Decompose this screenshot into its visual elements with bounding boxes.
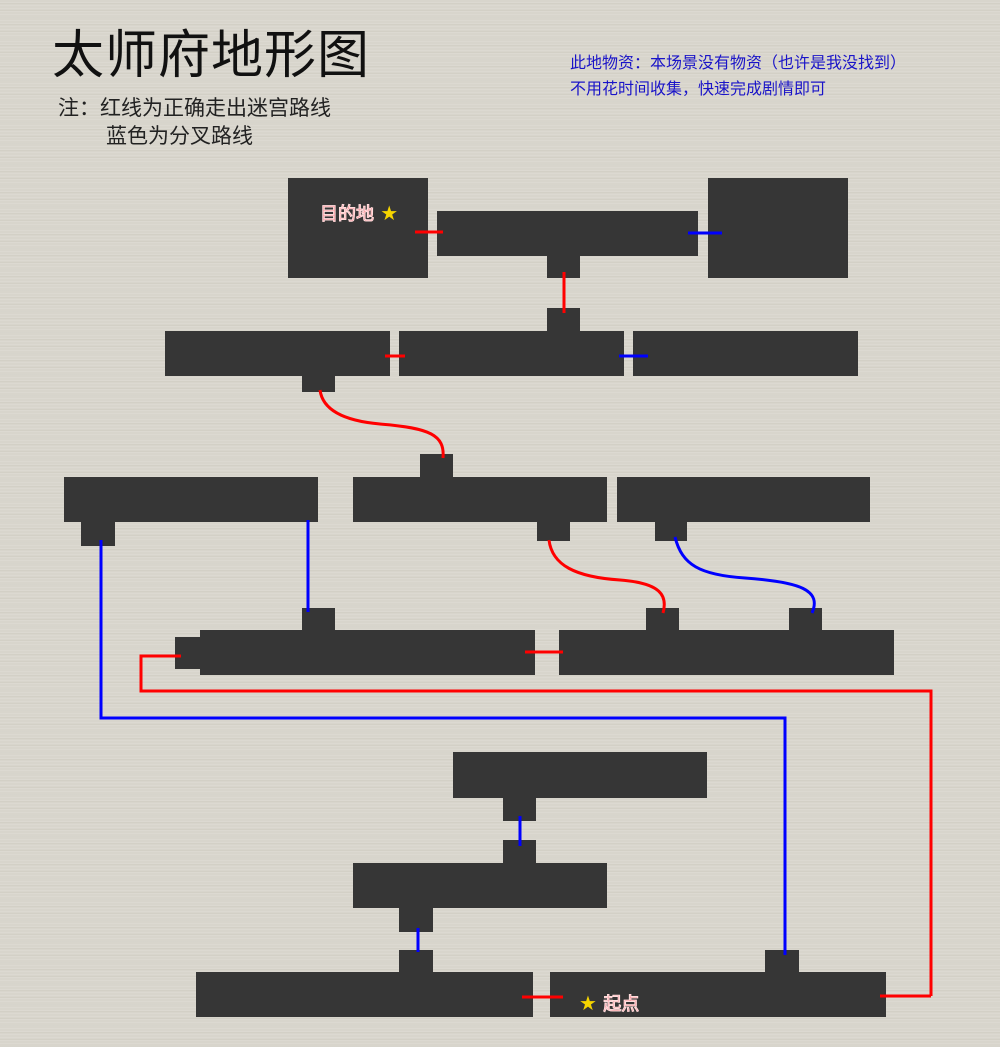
legend-blue-route: 蓝色为分叉路线 — [106, 124, 253, 148]
room-row3-center-tab-bottom — [537, 522, 570, 541]
room-row4-right-tab1 — [646, 608, 679, 630]
supplies-info-line2: 不用花时间收集，快速完成剧情即可 — [570, 79, 827, 98]
room-row2-left-tab — [302, 376, 335, 392]
room-bottom-left-tab — [399, 950, 433, 972]
room-row3-center-tab-top — [420, 454, 453, 477]
room-row3-right-tab — [655, 522, 687, 541]
room-row2-center — [399, 331, 624, 376]
room-lower-top-tab — [503, 798, 536, 821]
room-row2-right — [633, 331, 858, 376]
room-top-right — [708, 178, 848, 278]
supplies-info: 此地物资：本场景没有物资（也许是我没找到） 不用花时间收集，快速完成剧情即可 — [570, 50, 906, 102]
room-row4-right — [559, 630, 894, 675]
map-title: 太师府地形图 — [52, 26, 371, 86]
legend-red-route: 注：红线为正确走出迷宫路线 — [58, 96, 331, 120]
start-label: 起点 — [603, 994, 640, 1015]
room-row2-center-tab — [547, 308, 580, 331]
room-row4-left — [200, 630, 535, 675]
room-start-tab — [765, 950, 799, 972]
legend-note: 注：红线为正确走出迷宫路线 蓝色为分叉路线 — [58, 94, 331, 150]
room-destination — [288, 178, 428, 278]
room-row4-left-nub — [175, 637, 200, 669]
room-row3-right — [617, 477, 870, 522]
room-row3-left-tab — [81, 522, 115, 546]
star-icon: ★ — [380, 201, 399, 225]
room-row3-center — [353, 477, 607, 522]
destination-marker: 目的地 ★ — [320, 203, 398, 225]
start-marker: ★ 起点 — [579, 993, 639, 1015]
room-row3-left — [64, 477, 318, 522]
star-icon: ★ — [579, 991, 597, 1015]
room-top-center — [437, 211, 698, 256]
destination-label: 目的地 — [320, 204, 374, 225]
supplies-info-line1: 此地物资：本场景没有物资（也许是我没找到） — [570, 53, 907, 72]
room-lower-mid-tab-bottom — [399, 908, 433, 932]
room-bottom-left — [196, 972, 533, 1017]
room-row4-right-tab2 — [789, 608, 822, 630]
room-top-center-tab — [547, 256, 580, 278]
room-lower-mid-tab-top — [503, 840, 536, 863]
room-row2-left — [165, 331, 390, 376]
room-lower-top — [453, 752, 707, 798]
room-lower-mid — [353, 863, 607, 908]
room-row4-left-tab — [302, 608, 335, 630]
